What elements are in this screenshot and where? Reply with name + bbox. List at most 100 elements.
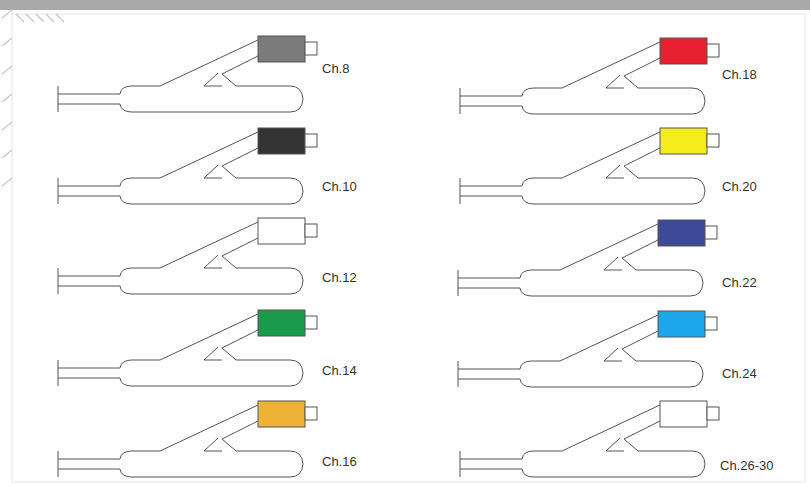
body-outline — [522, 58, 705, 114]
color-cap — [660, 38, 707, 64]
valve — [707, 44, 719, 57]
shaft-line — [460, 96, 522, 97]
shaft-tip — [458, 361, 459, 387]
hatch-stroke — [2, 178, 12, 186]
shaft-tip — [460, 88, 461, 114]
valve — [707, 407, 719, 420]
hatch-stroke — [36, 14, 44, 22]
size-label: Ch.8 — [322, 62, 349, 75]
notch — [604, 348, 622, 361]
catheter — [58, 218, 317, 294]
color-cap — [660, 128, 707, 154]
color-cap — [258, 36, 305, 62]
body-outline — [120, 56, 303, 112]
shaft-line — [460, 469, 522, 470]
hatch-stroke — [16, 14, 24, 22]
body-outline — [520, 240, 703, 296]
notch — [204, 73, 222, 86]
catheter — [460, 128, 719, 204]
color-cap — [660, 401, 707, 427]
shaft-line — [458, 278, 520, 279]
body-outline — [120, 238, 303, 294]
shaft-line — [58, 286, 120, 287]
valve — [305, 224, 317, 237]
shaft-tip — [58, 178, 59, 204]
shaft-line — [460, 106, 522, 107]
color-cap — [658, 220, 705, 246]
valve — [305, 316, 317, 329]
size-label: Ch.12 — [322, 271, 357, 284]
color-cap — [258, 218, 305, 244]
size-label: Ch.22 — [722, 276, 757, 289]
notch — [204, 347, 222, 360]
color-cap — [658, 311, 705, 337]
notch — [204, 438, 222, 451]
valve — [707, 134, 719, 147]
shaft-tip — [460, 178, 461, 204]
shaft-line — [460, 459, 522, 460]
notch — [604, 257, 622, 270]
hatch-stroke — [2, 10, 12, 18]
shaft-tip — [58, 360, 59, 386]
size-label: Ch.18 — [722, 68, 757, 81]
shaft-tip — [460, 451, 461, 477]
shaft-line — [58, 459, 120, 460]
valve — [705, 317, 717, 330]
hatch-stroke — [2, 94, 12, 102]
notch — [204, 165, 222, 178]
color-cap — [258, 401, 305, 427]
shaft-line — [58, 186, 120, 187]
shaft-line — [460, 196, 522, 197]
valve — [305, 134, 317, 147]
body-outline — [120, 421, 303, 477]
body-outline — [120, 148, 303, 204]
corner-hatch — [2, 10, 64, 186]
shaft-tip — [58, 451, 59, 477]
notch — [606, 75, 624, 88]
hatch-stroke — [46, 14, 54, 22]
shaft-line — [460, 186, 522, 187]
catheter — [58, 128, 317, 204]
notch — [204, 255, 222, 268]
shaft-line — [58, 94, 120, 95]
hatch-stroke — [56, 14, 64, 22]
catheter — [58, 310, 317, 386]
shaft-line — [58, 378, 120, 379]
shaft-line — [58, 276, 120, 277]
shaft-tip — [58, 268, 59, 294]
size-label: Ch.24 — [722, 367, 757, 380]
shaft-line — [58, 469, 120, 470]
notch — [606, 438, 624, 451]
body-outline — [120, 330, 303, 386]
hatch-stroke — [26, 14, 34, 22]
valve — [305, 42, 317, 55]
shaft-tip — [58, 86, 59, 112]
size-label: Ch.14 — [322, 364, 357, 377]
color-cap — [258, 128, 305, 154]
shaft-line — [58, 196, 120, 197]
size-label: Ch.20 — [722, 180, 757, 193]
valve — [305, 407, 317, 420]
shaft-line — [458, 288, 520, 289]
color-cap — [258, 310, 305, 336]
size-label: Ch.16 — [322, 455, 357, 468]
hatch-stroke — [2, 38, 12, 46]
hatch-stroke — [2, 66, 12, 74]
size-label: Ch.10 — [322, 180, 357, 193]
catheter — [58, 36, 317, 112]
hatch-stroke — [2, 122, 12, 130]
body-outline — [520, 331, 703, 387]
shaft-line — [458, 369, 520, 370]
catheter — [58, 401, 317, 477]
notch — [606, 165, 624, 178]
catheter — [460, 38, 719, 114]
size-label: Ch.26-30 — [720, 459, 773, 472]
shaft-line — [58, 368, 120, 369]
shaft-line — [58, 104, 120, 105]
shaft-tip — [458, 270, 459, 296]
catheter — [458, 220, 717, 296]
body-outline — [522, 421, 705, 477]
valve — [705, 226, 717, 239]
catheter — [458, 311, 717, 387]
